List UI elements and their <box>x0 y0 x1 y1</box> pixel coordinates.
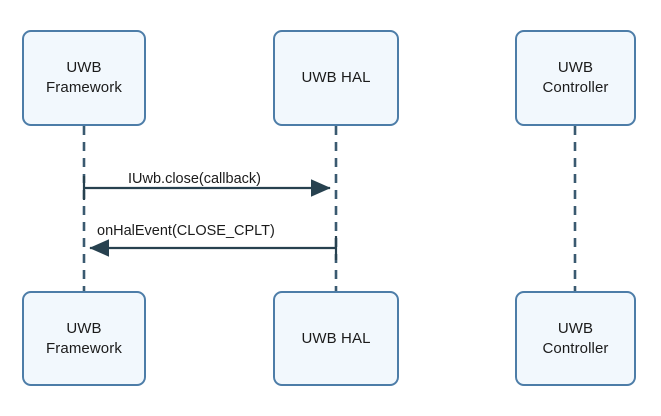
participant-box-controller-top[interactable]: UWB Controller <box>515 30 636 126</box>
participant-box-hal-top[interactable]: UWB HAL <box>273 30 399 126</box>
participant-label-hal-bottom: UWB HAL <box>301 329 371 347</box>
participant-label-framework-bottom: UWB Framework <box>46 319 122 357</box>
participant-label-framework-top: UWB Framework <box>46 59 122 96</box>
message-label-close: IUwb.close(callback) <box>128 171 261 187</box>
participant-label-controller-bottom: UWB Controller <box>542 319 609 357</box>
participant-box-controller-bottom[interactable]: UWB Controller <box>515 291 636 386</box>
participant-label-controller-top: UWB Controller <box>542 59 609 96</box>
participant-label-hal-top: UWB HAL <box>301 69 371 87</box>
message-label-close-cplt: onHalEvent(CLOSE_CPLT) <box>97 223 275 239</box>
participant-box-hal-bottom[interactable]: UWB HAL <box>273 291 399 386</box>
participant-box-framework-bottom[interactable]: UWB Framework <box>22 291 146 386</box>
participant-box-framework-top[interactable]: UWB Framework <box>22 30 146 126</box>
